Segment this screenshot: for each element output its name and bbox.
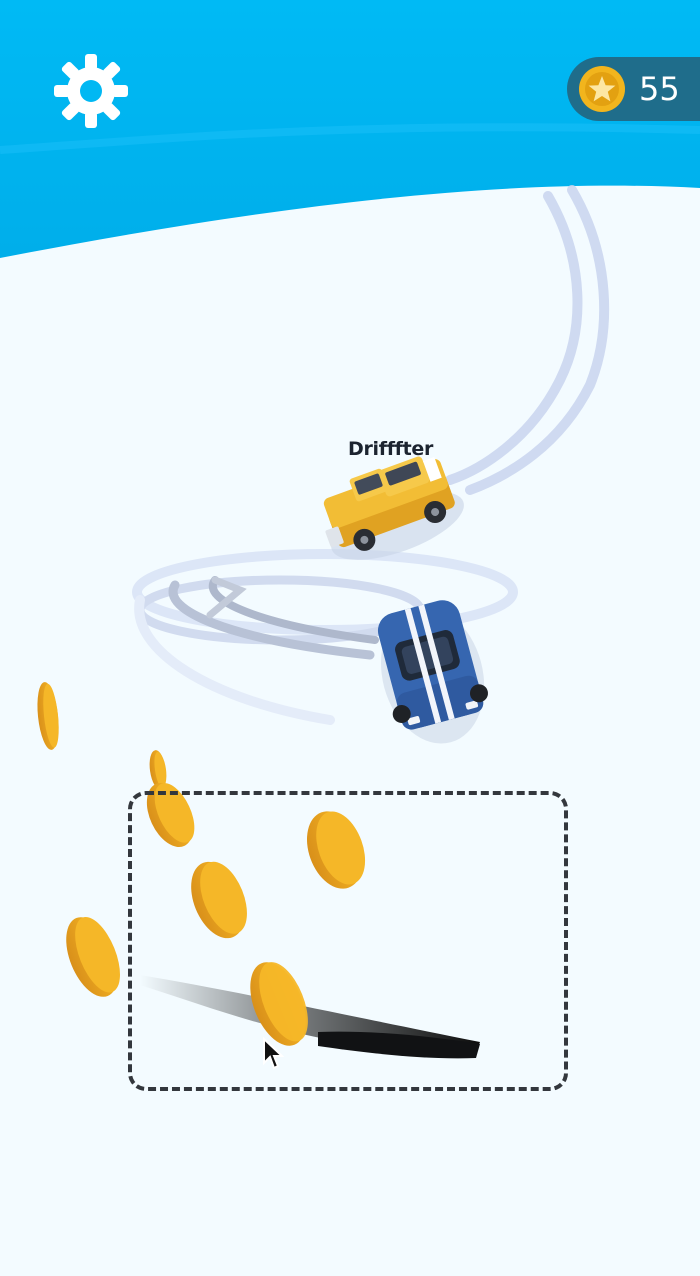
coin: [66, 917, 120, 997]
sky-streaks: [0, 123, 700, 154]
target-zone[interactable]: [128, 791, 568, 1091]
coin: [146, 783, 195, 847]
tire-track-long: [445, 185, 610, 495]
sky-background: [0, 0, 700, 258]
coin-counter[interactable]: 55: [567, 57, 700, 121]
coin: [191, 861, 247, 939]
coin: [306, 811, 366, 889]
player-name-label: Drifffter: [348, 438, 434, 460]
skid-mark-dark: [318, 1031, 480, 1059]
coins: [37, 682, 366, 997]
coin: [37, 682, 59, 750]
coin: [149, 750, 167, 790]
rival-car: [377, 600, 488, 744]
gear-icon[interactable]: [52, 52, 130, 130]
star-coin-icon: [579, 66, 625, 112]
coin: [250, 962, 308, 1046]
mouse-cursor-icon: [263, 1037, 284, 1070]
coin-count: 55: [639, 70, 680, 108]
player-car: [323, 456, 464, 560]
